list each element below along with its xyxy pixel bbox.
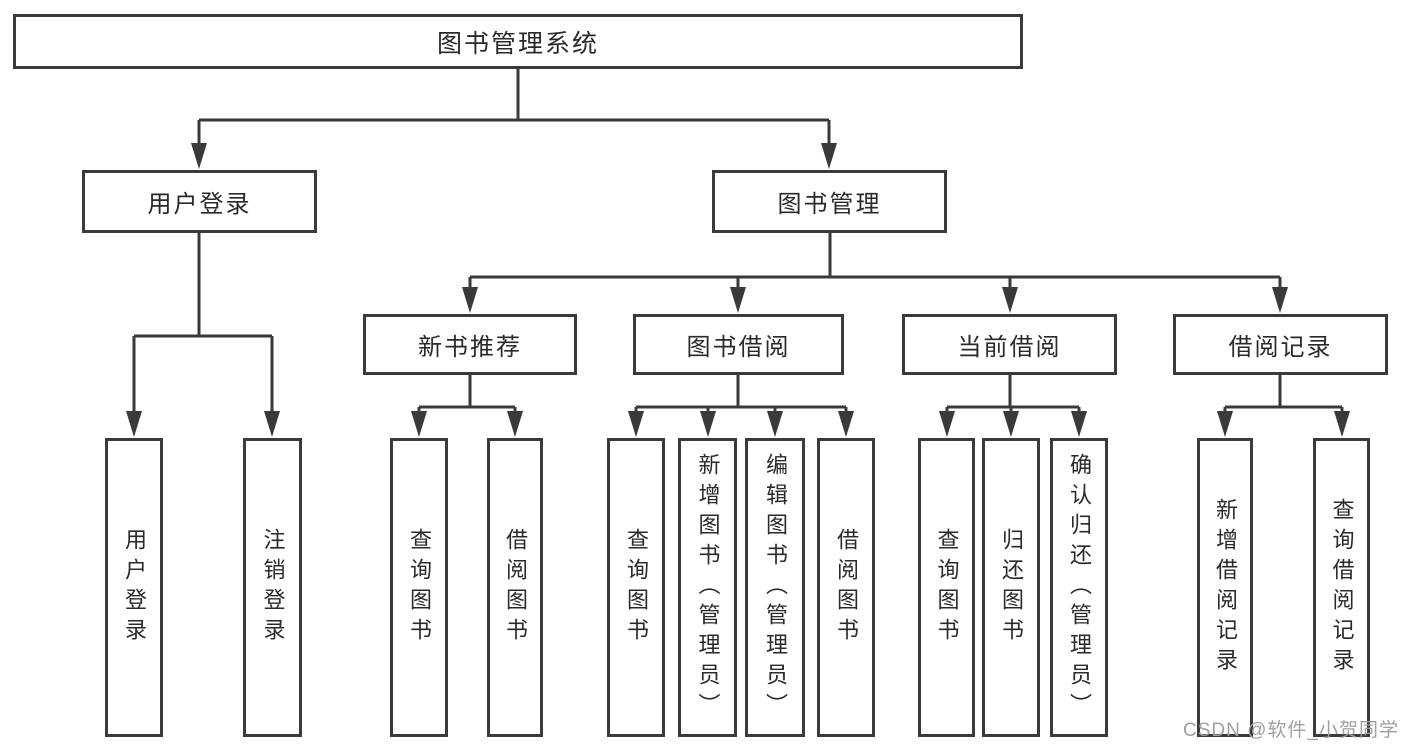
leaf-borrowing-borrow-label: 借阅图书 [834, 527, 859, 648]
node-borrowing-records-label: 借阅记录 [1228, 334, 1333, 361]
arrow-leaf-bb-add [700, 411, 716, 437]
node-book-borrowing: 图书借阅 [633, 314, 844, 375]
leaf-current-query: 查询图书 [918, 438, 975, 737]
leaf-borrowing-edit-admin-label: 编辑图书（管理员） [763, 452, 788, 723]
leaf-borrowing-borrow: 借阅图书 [817, 438, 875, 737]
leaf-newbooks-query: 查询图书 [390, 438, 448, 737]
leaf-borrowing-edit-admin: 编辑图书（管理员） [745, 438, 805, 737]
node-borrowing-records: 借阅记录 [1173, 314, 1388, 375]
node-new-book-recommend-label: 新书推荐 [418, 334, 522, 361]
node-current-borrowing: 当前借阅 [902, 314, 1117, 375]
leaf-records-add: 新增借阅记录 [1197, 438, 1253, 737]
node-new-book-recommend: 新书推荐 [363, 314, 577, 375]
arrow-leaf-logout [264, 411, 280, 437]
node-book-management: 图书管理 [712, 170, 947, 233]
leaf-current-confirm-admin: 确认归还（管理员） [1050, 438, 1108, 737]
arrow-leaf-bb-borrow [838, 411, 854, 437]
arrow-borrowing-records [1272, 287, 1288, 313]
arrow-book-borrowing [730, 287, 746, 313]
node-user-login-label: 用户登录 [147, 191, 252, 218]
leaf-current-return-label: 归还图书 [999, 527, 1024, 648]
leaf-user-login: 用户登录 [105, 438, 163, 737]
leaf-borrowing-query-label: 查询图书 [624, 527, 649, 648]
leaf-current-query-label: 查询图书 [934, 527, 960, 648]
arrow-leaf-nb-query [411, 411, 427, 437]
arrow-current-borrowing [1002, 287, 1018, 313]
leaf-logout: 注销登录 [243, 438, 302, 737]
arrow-leaf-rec-add [1217, 411, 1233, 437]
arrow-new-books [462, 287, 478, 313]
arrow-leaf-nb-borrow [507, 411, 523, 437]
arrow-leaf-cb-query [939, 411, 955, 437]
node-root-label: 图书管理系统 [436, 29, 599, 58]
node-root: 图书管理系统 [13, 14, 1023, 69]
leaf-records-query-label: 查询借阅记录 [1329, 497, 1355, 678]
arrow-leaf-bb-query [628, 411, 644, 437]
watermark: CSDN @软件_小贺同学 [1183, 720, 1399, 741]
arrowheads [126, 143, 1350, 437]
leaf-records-add-label: 新增借阅记录 [1213, 497, 1238, 678]
leaf-borrowing-query: 查询图书 [607, 438, 665, 737]
arrow-leaf-user-login [126, 411, 142, 437]
arrow-leaf-bb-edit [767, 411, 783, 437]
leaf-newbooks-borrow-label: 借阅图书 [503, 527, 528, 648]
arrow-leaf-rec-query [1334, 411, 1350, 437]
arrow-book-management [821, 143, 837, 169]
leaf-records-query: 查询借阅记录 [1313, 438, 1370, 737]
leaf-user-login-label: 用户登录 [122, 527, 147, 648]
leaf-borrowing-add-admin: 新增图书（管理员） [678, 438, 737, 737]
leaf-newbooks-query-label: 查询图书 [407, 527, 432, 648]
node-user-login: 用户登录 [82, 170, 317, 233]
node-current-borrowing-label: 当前借阅 [957, 334, 1062, 361]
arrow-user-login [191, 143, 207, 169]
arrow-leaf-cb-confirm [1071, 411, 1087, 437]
node-book-management-label: 图书管理 [777, 191, 882, 218]
leaf-logout-label: 注销登录 [260, 527, 286, 648]
leaf-current-return: 归还图书 [982, 438, 1040, 737]
arrow-leaf-cb-return [1003, 411, 1019, 437]
leaf-newbooks-borrow: 借阅图书 [487, 438, 543, 737]
leaf-current-confirm-admin-label: 确认归还（管理员） [1067, 452, 1092, 723]
leaf-borrowing-add-admin-label: 新增图书（管理员） [695, 452, 721, 723]
node-book-borrowing-label: 图书借阅 [686, 334, 791, 361]
